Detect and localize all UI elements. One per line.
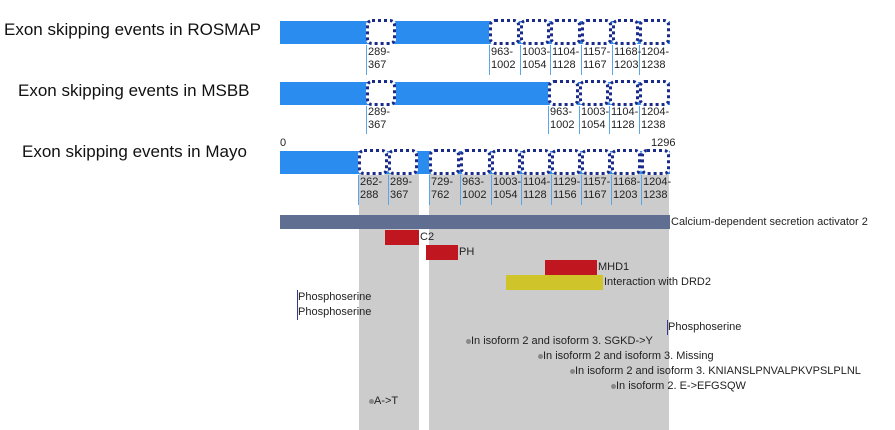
exon-tick <box>550 45 551 75</box>
exon-range-label: 1157-1167 <box>583 176 611 201</box>
exon-range-label: 963-1002 <box>491 46 516 71</box>
track-label-rosmap: Exon skipping events in ROSMAP <box>4 20 262 39</box>
exon-tick <box>548 106 549 134</box>
exon-range-label: 1168-1203 <box>613 176 641 201</box>
exon-range-label: 1204-1238 <box>641 46 670 71</box>
exon-tick <box>639 106 640 134</box>
exon-tick <box>358 175 359 205</box>
phospho-site-label: Phosphoserine <box>298 306 372 318</box>
exon-tick <box>366 45 367 75</box>
exon-tick <box>581 175 582 205</box>
exon-tick <box>551 175 552 205</box>
variant-marker[interactable] <box>369 399 374 404</box>
exon-range-label: 1204-1238 <box>641 106 670 131</box>
skipped-exon[interactable] <box>388 149 418 175</box>
track-label-msbb: Exon skipping events in MSBB <box>18 81 250 100</box>
exon-tick <box>520 45 521 75</box>
exon-range-label: 963-1002 <box>462 176 487 201</box>
skipped-exon[interactable] <box>366 80 396 106</box>
drd2-interaction-label: Interaction with DRD2 <box>604 276 711 288</box>
exon-tick <box>489 45 490 75</box>
skipped-exon[interactable] <box>489 19 520 45</box>
skipped-exon[interactable] <box>429 149 460 175</box>
skipped-exon[interactable] <box>366 19 396 45</box>
exon-tick <box>609 106 610 134</box>
ph-domain-label: PH <box>459 246 475 258</box>
phospho-site-marker[interactable] <box>297 290 298 320</box>
exon-range-label: 1204-1238 <box>643 176 672 201</box>
skipped-exon[interactable] <box>581 19 612 45</box>
ph-domain[interactable] <box>426 245 458 260</box>
skipped-exon[interactable] <box>639 19 670 45</box>
variant-label: In isoform 2 and isoform 3. KNIANSLPNVAL… <box>575 365 861 377</box>
drd2-interaction-region[interactable] <box>506 275 603 290</box>
skipped-exon[interactable] <box>491 149 521 175</box>
skipped-exon[interactable] <box>548 80 579 106</box>
exon-tick <box>612 45 613 75</box>
exon-range-label: 963-1002 <box>550 106 575 131</box>
c2-domain[interactable] <box>385 230 419 245</box>
c2-domain-label: C2 <box>420 231 435 243</box>
skipped-exon[interactable] <box>612 19 639 45</box>
exon-tick <box>641 175 642 205</box>
phospho-site-marker[interactable] <box>667 320 668 335</box>
exon-range-label: 1003-1054 <box>522 46 551 71</box>
phospho-site-label: Phosphoserine <box>668 321 742 333</box>
exon-tick <box>611 175 612 205</box>
exon-range-label: 1129-1156 <box>553 176 581 201</box>
exon-tick <box>581 45 582 75</box>
exon-range-label: 1003-1054 <box>493 176 522 201</box>
skipped-exon[interactable] <box>551 149 581 175</box>
exon-range-label: 1104-1128 <box>523 176 551 201</box>
exon-range-label: 289-367 <box>390 176 413 201</box>
variant-label: In isoform 2 and isoform 3. Missing <box>543 350 714 362</box>
exon-range-label: 289-367 <box>368 106 391 131</box>
exon-range-label: 1104-1128 <box>552 46 580 71</box>
exon-tick <box>429 175 430 205</box>
exon-range-label: 729-762 <box>431 176 454 201</box>
exon-range-label: 1168-1203 <box>614 46 642 71</box>
skipped-region-shade-2 <box>429 170 669 430</box>
skipped-exon[interactable] <box>581 149 611 175</box>
protein-label: Calcium-dependent secretion activator 2 <box>671 216 868 228</box>
skipped-exon[interactable] <box>611 149 641 175</box>
axis-start-label: 0 <box>280 137 287 149</box>
exon-tick <box>388 175 389 205</box>
skipped-exon[interactable] <box>641 149 670 175</box>
exon-tick <box>579 106 580 134</box>
exon-tick <box>639 45 640 75</box>
exon-range-label: 1104-1128 <box>611 106 639 131</box>
exon-range-label: 1003-1054 <box>581 106 610 131</box>
track-label-mayo: Exon skipping events in Mayo <box>22 142 247 161</box>
exon-tick <box>460 175 461 205</box>
exon-tick <box>521 175 522 205</box>
axis-end-label: 1296 <box>651 137 676 149</box>
exon-tick <box>491 175 492 205</box>
exon-tick <box>366 106 367 134</box>
variant-marker[interactable] <box>570 369 575 374</box>
mhd1-domain-label: MHD1 <box>598 261 630 273</box>
skipped-exon[interactable] <box>550 19 581 45</box>
variant-label: A->T <box>374 395 399 407</box>
skipped-exon[interactable] <box>639 80 670 106</box>
skipped-region-shade-1 <box>359 170 419 430</box>
variant-label: In isoform 2. E->EFGSQW <box>616 380 746 392</box>
mhd1-domain[interactable] <box>545 260 597 275</box>
exon-range-label: 1157-1167 <box>583 46 611 71</box>
skipped-exon[interactable] <box>521 149 551 175</box>
variant-label: In isoform 2 and isoform 3. SGKD->Y <box>471 335 653 347</box>
variant-marker[interactable] <box>466 339 471 344</box>
protein-bar[interactable] <box>280 215 670 229</box>
variant-marker[interactable] <box>538 354 543 359</box>
skipped-exon[interactable] <box>520 19 550 45</box>
skipped-exon[interactable] <box>460 149 491 175</box>
skipped-exon[interactable] <box>609 80 639 106</box>
exon-range-label: 262-288 <box>360 176 383 201</box>
skipped-exon[interactable] <box>579 80 609 106</box>
skipped-exon[interactable] <box>358 149 388 175</box>
exon-range-label: 289-367 <box>368 46 391 71</box>
variant-marker[interactable] <box>611 384 616 389</box>
phospho-site-label: Phosphoserine <box>298 291 372 303</box>
